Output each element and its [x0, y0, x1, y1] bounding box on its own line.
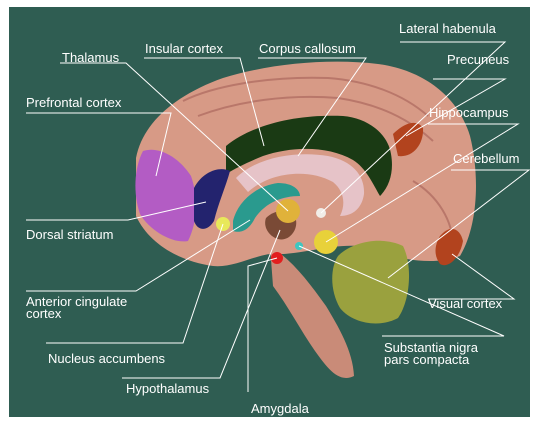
label-insular-cortex: Insular cortex — [145, 42, 223, 55]
label-hippocampus: Hippocampus — [429, 106, 509, 119]
label-prefrontal-cortex: Prefrontal cortex — [26, 96, 121, 109]
label-precuneus: Precuneus — [447, 53, 509, 66]
label-hypothalamus: Hypothalamus — [126, 382, 209, 395]
label-anterior-cingulate: Anterior cingulate cortex — [26, 296, 127, 320]
label-thalamus: Thalamus — [62, 51, 119, 64]
label-lateral-habenula: Lateral habenula — [399, 22, 496, 35]
label-dorsal-striatum: Dorsal striatum — [26, 228, 113, 241]
label-visual-cortex: Visual cortex — [428, 297, 502, 310]
label-corpus-callosum: Corpus callosum — [259, 42, 356, 55]
label-substantia-nigra: Substantia nigra pars compacta — [384, 342, 478, 366]
label-anterior-cingulate-line2: cortex — [26, 306, 61, 321]
cerebellum — [332, 241, 409, 324]
label-substantia-nigra-line2: pars compacta — [384, 352, 469, 367]
label-nucleus-accumbens: Nucleus accumbens — [48, 352, 165, 365]
label-cerebellum: Cerebellum — [453, 152, 519, 165]
label-amygdala: Amygdala — [251, 402, 309, 415]
